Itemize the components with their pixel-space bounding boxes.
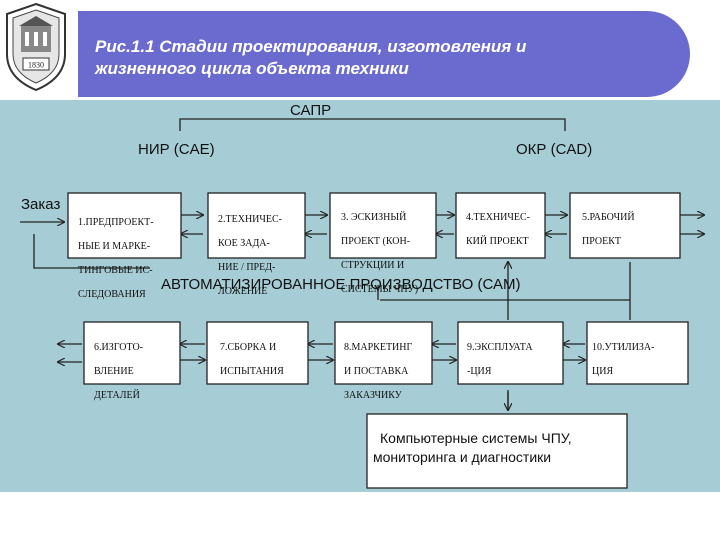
stage-box-8 <box>334 321 433 385</box>
stage-2-line: ЛОЖЕНИЕ <box>218 286 268 297</box>
feedback-line-left <box>33 234 150 269</box>
stage-6-line: ДЕТАЛЕЙ <box>94 390 140 401</box>
stage-7-text: 7.СБОРКА И ИСПЫТАНИЯ <box>220 330 284 390</box>
stage-2-text: 2.ТЕХНИЧЕС- КОЕ ЗАДА- НИЕ / ПРЕД- ЛОЖЕНИ… <box>218 202 282 310</box>
stage-1-line: 1.ПРЕДПРОЕКТ- <box>78 217 154 228</box>
stage-10-line: 10.УТИЛИЗА- <box>592 342 655 353</box>
stage-box-1 <box>67 192 182 259</box>
stage-10-line: ЦИЯ <box>592 366 614 377</box>
university-crest-icon: 1830 <box>3 2 69 92</box>
stage-box-4 <box>455 192 546 259</box>
order-label: Заказ <box>21 196 61 213</box>
stage-8-text: 8.МАРКЕТИНГ И ПОСТАВКА ЗАКАЗЧИКУ <box>344 330 412 414</box>
stage-10-text: 10.УТИЛИЗА- ЦИЯ <box>592 330 654 390</box>
stage-box-10 <box>586 321 689 385</box>
stage-3-line: СТРУКЦИИ И <box>341 260 405 271</box>
sapr-bracket <box>179 118 566 131</box>
okr-label: ОКР (CAD) <box>516 141 593 158</box>
stage-1-text: 1.ПРЕДПРОЕКТ- НЫЕ И МАРКЕ- ТИНГОВЫЕ ИС- … <box>78 205 154 313</box>
cam-label: АВТОМАТИЗИРОВАННОЕ ПРОИЗВОДСТВО (САМ) <box>161 276 521 293</box>
stage-6-line: 6.ИЗГОТО- <box>94 342 144 353</box>
stage-6-line: ВЛЕНИЕ <box>94 366 134 377</box>
stage-box-6 <box>83 321 181 385</box>
stage-1-line: СЛЕДОВАНИЯ <box>78 289 146 300</box>
stage-5-line: 5.РАБОЧИЙ <box>582 212 635 223</box>
stage-9-line: -ЦИЯ <box>467 366 492 377</box>
stage-5-text: 5.РАБОЧИЙ ПРОЕКТ <box>582 200 635 260</box>
sapr-label: САПР <box>290 102 332 119</box>
stage-5-line: ПРОЕКТ <box>582 236 622 247</box>
stage-9-line: 9.ЭКСПЛУАТА <box>467 342 533 353</box>
stage-4-line: 4.ТЕХНИЧЕС- <box>466 212 530 223</box>
stage-8-line: ЗАКАЗЧИКУ <box>344 390 402 401</box>
title-line-2: жизненного цикла объекта техники <box>95 59 409 78</box>
stage-8-line: 8.МАРКЕТИНГ <box>344 342 413 353</box>
stage-box-7 <box>206 321 309 385</box>
logo-year: 1830 <box>28 61 44 70</box>
stage-box-5 <box>569 192 681 259</box>
stage-4-line: КИЙ ПРОЕКТ <box>466 236 529 247</box>
stage-2-line: КОЕ ЗАДА- <box>218 238 270 249</box>
stage-2-line: 2.ТЕХНИЧЕС- <box>218 214 282 225</box>
stage-9-text: 9.ЭКСПЛУАТА -ЦИЯ <box>467 330 533 390</box>
stage-2-line: НИЕ / ПРЕД- <box>218 262 276 273</box>
stage-7-line: ИСПЫТАНИЯ <box>220 366 284 377</box>
cnc-line-1: Компьютерные системы ЧПУ, <box>380 430 572 446</box>
stage-8-line: И ПОСТАВКА <box>344 366 409 377</box>
stage-3-line: 3. ЭСКИЗНЫЙ <box>341 212 407 223</box>
cnc-line-2: мониторинга и диагностики <box>373 449 552 465</box>
stage-box-3 <box>329 192 437 259</box>
stage-3-line: СИСТЕМЫ ЧПУ) <box>341 284 419 295</box>
stage-7-line: 7.СБОРКА И <box>220 342 277 353</box>
title-banner <box>78 11 690 97</box>
stage-6-text: 6.ИЗГОТО- ВЛЕНИЕ ДЕТАЛЕЙ <box>94 330 143 414</box>
cnc-box <box>366 413 628 489</box>
stage-3-text: 3. ЭСКИЗНЫЙ ПРОЕКТ (КОН- СТРУКЦИИ И СИСТ… <box>341 200 418 308</box>
slide-title: Рис.1.1 Стадии проектирования, изготовле… <box>95 36 655 80</box>
nir-label: НИР (CAE) <box>138 141 215 158</box>
stage-box-9 <box>457 321 564 385</box>
stage-box-2 <box>207 192 306 259</box>
stage-4-text: 4.ТЕХНИЧЕС- КИЙ ПРОЕКТ <box>466 200 530 260</box>
stage-1-line: ТИНГОВЫЕ ИС- <box>78 265 153 276</box>
stage-1-line: НЫЕ И МАРКЕ- <box>78 241 151 252</box>
stage-3-line: ПРОЕКТ (КОН- <box>341 236 411 247</box>
title-line-1: Рис.1.1 Стадии проектирования, изготовле… <box>95 37 527 56</box>
